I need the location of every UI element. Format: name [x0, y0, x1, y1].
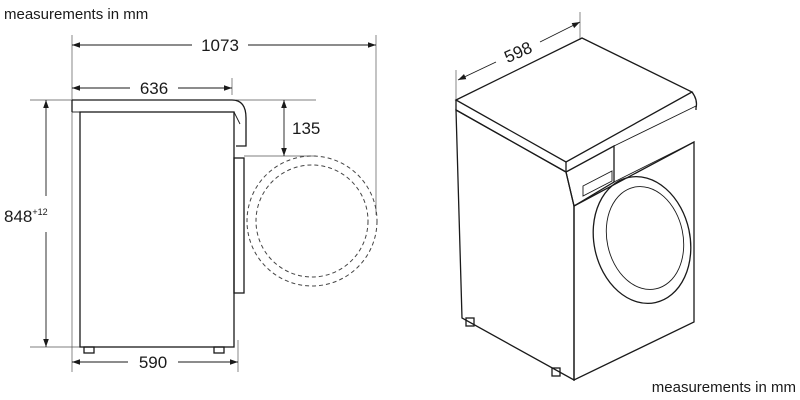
rear-foot — [83, 346, 95, 354]
iso-door-glass — [605, 186, 685, 290]
dimension-door-offset: 135 — [292, 119, 320, 138]
dimension-height-tolerance: +12 — [32, 207, 47, 217]
side-cabinet — [79, 111, 235, 348]
dimension-base-depth: 590 — [139, 353, 167, 372]
dimension-overall-depth: 1073 — [201, 36, 239, 55]
iso-display — [582, 170, 613, 197]
iso-foot-front-left — [551, 367, 561, 377]
iso-foot-rear — [465, 317, 475, 327]
iso-panel-top — [613, 105, 697, 147]
iso-top-left-edge — [455, 100, 567, 173]
isometric-view: 598 — [454, 12, 698, 382]
side-top-panel — [72, 99, 247, 147]
side-door-profile — [233, 157, 245, 294]
iso-top-right-edge — [691, 91, 698, 110]
side-view: 1073 636 135 848+12 590 — [4, 35, 378, 372]
dimension-arrow-598-left — [457, 61, 497, 81]
caption-bottom-right: measurements in mm — [652, 379, 796, 396]
dimension-height: 848+12 — [4, 207, 48, 226]
iso-top — [454, 37, 694, 163]
door-swing-inner — [255, 164, 369, 278]
iso-left-side — [455, 108, 575, 382]
door-swing-outer — [246, 155, 378, 287]
iso-front — [573, 140, 695, 382]
side-front-edge — [233, 111, 241, 125]
caption-top-left: measurements in mm — [4, 6, 148, 23]
dimension-arrow-598-right — [539, 21, 581, 43]
iso-door-outer — [592, 175, 692, 305]
dimension-body-depth: 636 — [140, 79, 168, 98]
dimension-width: 598 — [501, 38, 535, 67]
front-foot — [213, 346, 225, 354]
